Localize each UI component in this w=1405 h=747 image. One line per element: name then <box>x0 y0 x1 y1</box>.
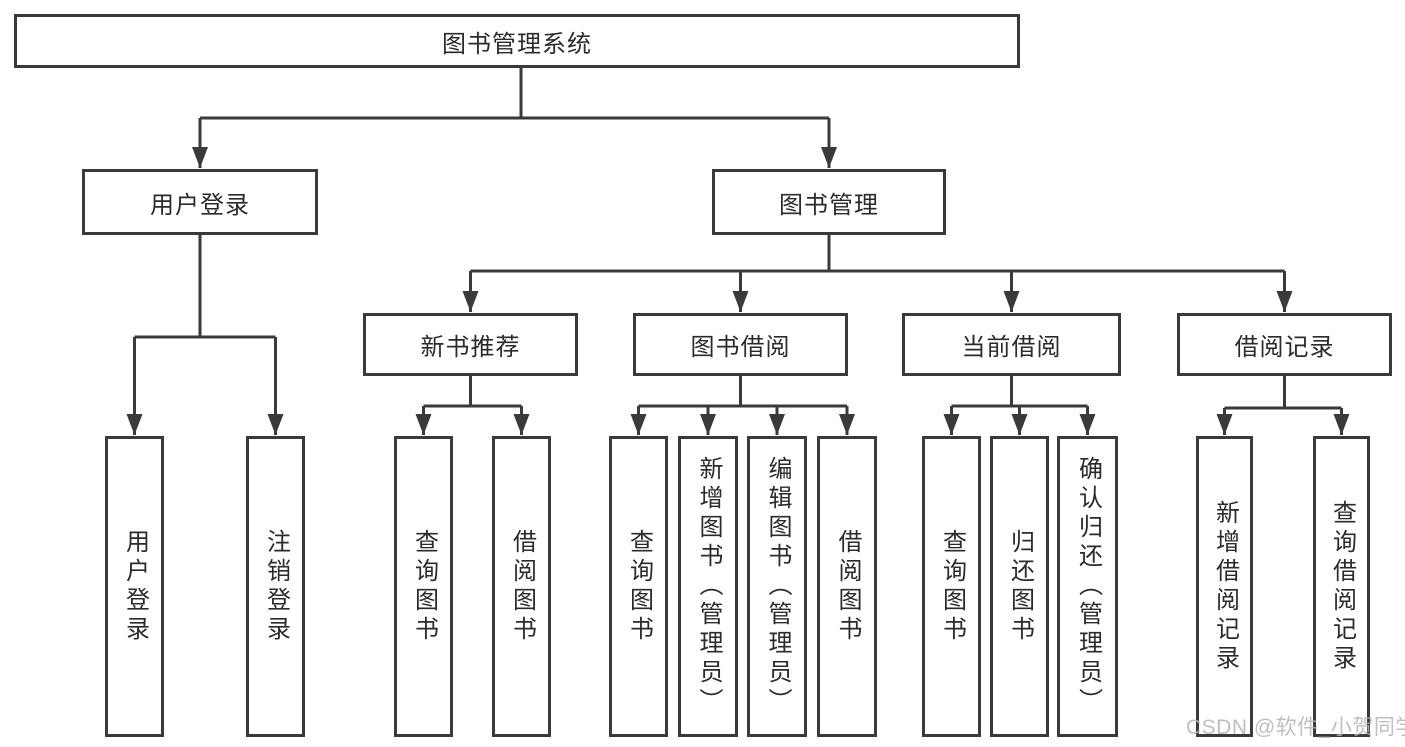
node-bb-query-books: 查询图书 <box>609 436 668 737</box>
node-label: 查询图书 <box>625 528 653 645</box>
node-borrowing-records: 借阅记录 <box>1177 313 1392 376</box>
node-label: 查询图书 <box>410 528 438 645</box>
node-label: 新增借阅记录 <box>1211 499 1239 674</box>
node-user-login: 用户登录 <box>105 436 164 737</box>
node-book-management: 图书管理 <box>712 169 946 235</box>
node-cb-query-books: 查询图书 <box>922 436 981 737</box>
node-label: 用户登录 <box>150 191 250 219</box>
node-label: 新书推荐 <box>420 334 521 361</box>
node-user-login-group: 用户登录 <box>82 169 318 235</box>
node-label: 注销登录 <box>262 528 290 645</box>
node-br-add-record: 新增借阅记录 <box>1196 436 1253 737</box>
node-label: 用户登录 <box>121 528 149 645</box>
watermark-text: CSDN @软件_小贺同学 <box>1186 716 1405 739</box>
node-label: 借阅图书 <box>834 528 861 645</box>
node-cb-return-books: 归还图书 <box>990 436 1049 737</box>
node-new-book-recommend: 新书推荐 <box>363 313 578 376</box>
node-label: 新增图书（管理员） <box>695 456 722 717</box>
node-label: 当前借阅 <box>961 334 1062 361</box>
node-label: 图书借阅 <box>690 334 791 361</box>
node-label: 确认归还（管理员） <box>1074 456 1102 717</box>
node-nbr-query-books: 查询图书 <box>394 436 453 737</box>
node-label: 归还图书 <box>1006 528 1034 645</box>
node-br-query-record: 查询借阅记录 <box>1313 436 1370 737</box>
node-label: 查询图书 <box>938 528 966 645</box>
node-root: 图书管理系统 <box>14 14 1020 68</box>
node-nbr-borrow-books: 借阅图书 <box>492 436 551 737</box>
node-current-borrowing: 当前借阅 <box>902 313 1121 376</box>
node-logout: 注销登录 <box>246 436 305 737</box>
node-label: 借阅图书 <box>508 528 536 645</box>
node-bb-add-books-admin: 新增图书（管理员） <box>678 436 738 737</box>
node-bb-borrow-books: 借阅图书 <box>817 436 877 737</box>
node-label: 图书管理 <box>779 191 879 219</box>
node-label: 编辑图书（管理员） <box>764 456 791 717</box>
node-label: 图书管理系统 <box>442 30 592 58</box>
node-label: 查询借阅记录 <box>1328 499 1356 674</box>
node-cb-confirm-return-admin: 确认归还（管理员） <box>1057 436 1118 737</box>
node-bb-edit-books-admin: 编辑图书（管理员） <box>747 436 807 737</box>
node-book-borrowing: 图书借阅 <box>633 313 848 376</box>
node-label: 借阅记录 <box>1234 334 1335 361</box>
